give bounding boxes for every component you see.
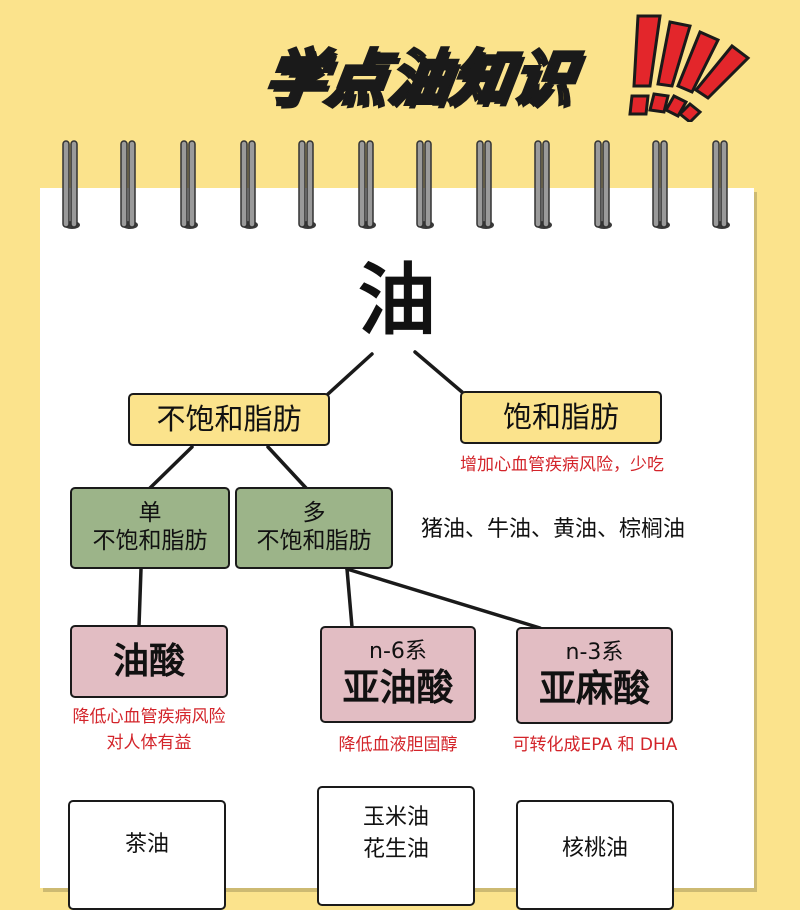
saturated-fat-examples: 猪油、牛油、黄油、棕榈油 bbox=[421, 517, 686, 542]
linolenic-oils-box: 核桃油 bbox=[516, 800, 674, 910]
saturated-fat-note: 增加心血管疾病风险，少吃 bbox=[460, 455, 664, 475]
oleic-acid-note: 降低心血管疾病风险 对人体有益 bbox=[48, 704, 250, 757]
linoleic-oils-box: 玉米油 花生油 bbox=[317, 786, 475, 906]
linoleic-acid-box: n-6系 亚油酸 bbox=[320, 626, 476, 723]
oil-walnut: 核桃油 bbox=[561, 836, 628, 861]
oleic-oils-box: 茶油 bbox=[68, 800, 226, 910]
linoleic-acid-label: 亚油酸 bbox=[342, 665, 454, 709]
ring-wire bbox=[660, 140, 668, 228]
spiral-binding-icon bbox=[62, 140, 730, 229]
unsaturated-fat-label: 不饱和脂肪 bbox=[156, 402, 302, 437]
ring-wire bbox=[720, 140, 728, 228]
exclamation-marks-icon bbox=[628, 14, 751, 122]
ring-wire bbox=[476, 140, 484, 228]
oil-corn: 玉米油 bbox=[362, 805, 429, 830]
linolenic-series: n-3系 bbox=[565, 640, 624, 666]
root-label: 油 bbox=[357, 256, 436, 346]
ring-wire bbox=[306, 140, 314, 228]
oil-peanut: 花生油 bbox=[362, 836, 429, 862]
oil-tea: 茶油 bbox=[124, 832, 169, 857]
mono-line2: 不饱和脂肪 bbox=[92, 528, 208, 554]
ring-wire bbox=[62, 140, 70, 228]
saturated-fat-label: 饱和脂肪 bbox=[502, 400, 619, 435]
ring-wire bbox=[358, 140, 366, 228]
ring-wire bbox=[70, 140, 78, 228]
ring-wire bbox=[188, 140, 196, 228]
mono-line1: 单 bbox=[138, 500, 162, 527]
oleic-note-line1: 降低心血管疾病风险 bbox=[72, 707, 226, 727]
unsaturated-fat-box: 不饱和脂肪 bbox=[128, 393, 330, 446]
ring-wire bbox=[602, 140, 610, 228]
ring-wire bbox=[366, 140, 374, 228]
ring-wire bbox=[484, 140, 492, 228]
ring-wire bbox=[128, 140, 136, 228]
saturated-fat-box: 饱和脂肪 bbox=[460, 391, 662, 444]
oleic-acid-box: 油酸 bbox=[70, 625, 228, 698]
linolenic-acid-label: 亚麻酸 bbox=[539, 666, 650, 710]
ring-wire bbox=[248, 140, 256, 228]
polyunsaturated-fat-box: 多 不饱和脂肪 bbox=[235, 487, 393, 569]
ring-wire bbox=[712, 140, 720, 228]
connector-lines bbox=[137, 350, 542, 630]
monounsaturated-fat-box: 单 不饱和脂肪 bbox=[70, 487, 230, 569]
linolenic-acid-box: n-3系 亚麻酸 bbox=[516, 627, 673, 724]
ring-wire bbox=[120, 140, 128, 228]
linolenic-acid-note: 可转化成EPA 和 DHA bbox=[512, 735, 678, 755]
ring-wire bbox=[416, 140, 424, 228]
oleic-note-line2: 对人体有益 bbox=[106, 733, 192, 754]
ring-wire bbox=[240, 140, 248, 228]
linoleic-acid-note: 降低血液胆固醇 bbox=[338, 735, 458, 755]
ring-wire bbox=[424, 140, 432, 228]
ring-wire bbox=[542, 140, 550, 228]
oleic-acid-label: 油酸 bbox=[112, 640, 185, 682]
poly-line1: 多 bbox=[302, 500, 326, 527]
ring-wire bbox=[298, 140, 306, 228]
ring-wire bbox=[534, 140, 542, 228]
ring-wire bbox=[594, 140, 602, 228]
linoleic-series: n-6系 bbox=[369, 639, 427, 665]
ring-wire bbox=[180, 140, 188, 228]
ring-wire bbox=[652, 140, 660, 228]
poly-line2: 不饱和脂肪 bbox=[256, 528, 372, 554]
